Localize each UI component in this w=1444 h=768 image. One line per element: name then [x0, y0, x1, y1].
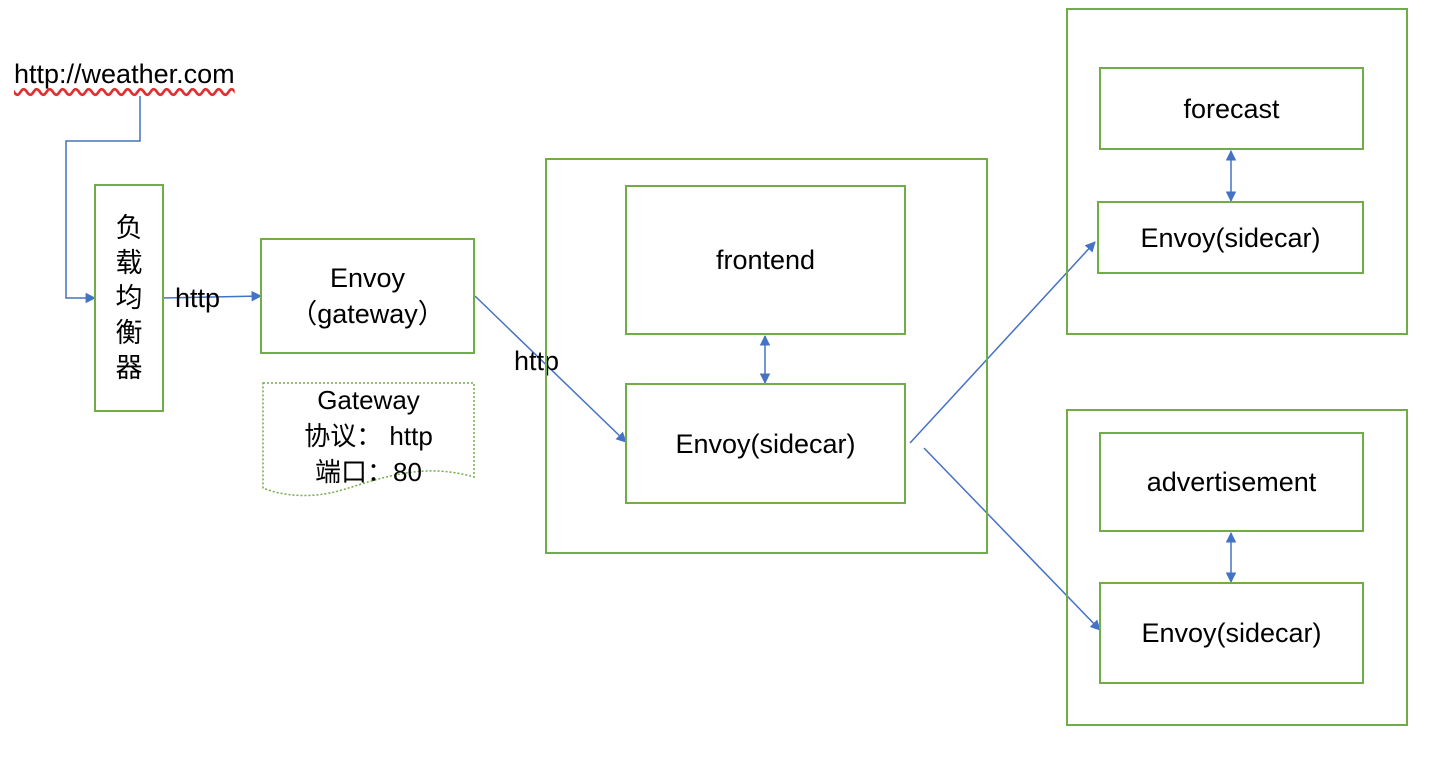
advertisement-service-label: advertisement [1146, 467, 1317, 497]
gateway-note-shape [262, 382, 475, 497]
load-balancer-char: 均 [115, 282, 143, 313]
advertisement-sidecar-box: Envoy(sidecar) [1099, 582, 1364, 684]
forecast-pod-container [1066, 8, 1408, 335]
load-balancer-char: 衡 [115, 317, 143, 348]
frontend-service-box: frontend [625, 185, 906, 335]
gateway-note-line: 协议： http [304, 421, 433, 451]
advertisement-sidecar-label: Envoy(sidecar) [1141, 618, 1322, 648]
load-balancer-char: 负 [115, 212, 143, 243]
forecast-sidecar-label: Envoy(sidecar) [1140, 222, 1321, 253]
forecast-service-label: forecast [1183, 93, 1280, 124]
edge-label-http-gateway: http [514, 346, 560, 376]
load-balancer-box: 负 载 均 衡 器 [94, 184, 164, 412]
frontend-sidecar-box: Envoy(sidecar) [625, 383, 906, 504]
gateway-note-line: 端口：80 [315, 457, 422, 487]
envoy-gateway-box: Envoy （gateway） [260, 238, 475, 354]
load-balancer-char: 器 [115, 352, 143, 383]
advertisement-pod-container [1066, 409, 1408, 726]
envoy-gateway-title: Envoy [329, 263, 406, 293]
frontend-service-label: frontend [715, 245, 816, 275]
envoy-gateway-subtitle: （gateway） [290, 299, 445, 329]
edge-label-http-lb: http [175, 283, 221, 313]
frontend-sidecar-label: Envoy(sidecar) [675, 428, 856, 459]
load-balancer-char: 载 [115, 247, 143, 278]
gateway-note-line: Gateway [317, 385, 420, 415]
url-label: http://weather.com [14, 59, 235, 89]
advertisement-service-box: advertisement [1099, 432, 1364, 532]
forecast-service-box: forecast [1099, 67, 1364, 150]
frontend-pod-container [545, 158, 988, 554]
forecast-sidecar-box: Envoy(sidecar) [1097, 201, 1364, 274]
gateway-note: Gateway 协议： http 端口：80 [262, 382, 475, 498]
